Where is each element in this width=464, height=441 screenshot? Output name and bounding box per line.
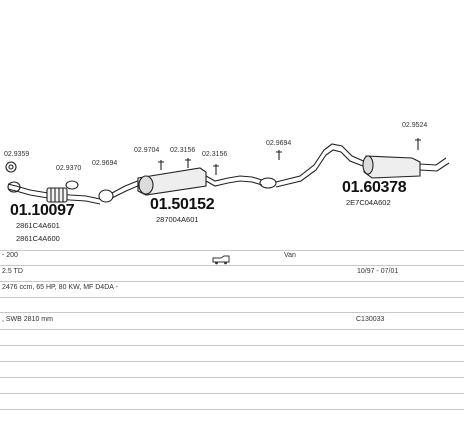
part-number: 01.10097 [10, 202, 75, 219]
hanger-2 [185, 158, 191, 168]
front-flange [7, 181, 21, 193]
part-code: 287004A601 [156, 215, 199, 224]
table-divider [0, 329, 464, 330]
hanger-1 [158, 160, 164, 170]
part-number: 01.60378 [342, 179, 407, 196]
gasket-1-inner [8, 164, 14, 170]
fitting-label: 02.9704 [134, 147, 160, 154]
table-divider [0, 265, 464, 266]
hanger-5 [415, 138, 421, 150]
hanger-4 [276, 150, 282, 160]
exhaust-diagram: 02.9359 02.9370 02.9694 02.9704 02.3156 … [4, 122, 450, 243]
table-divider [0, 393, 464, 394]
table-divider [0, 361, 464, 362]
table-divider [0, 281, 464, 282]
info-code: C130033 [356, 316, 385, 323]
tail-pipe [419, 157, 447, 166]
info-years: 10/97 - 07/01 [357, 268, 399, 275]
hanger-3 [213, 164, 219, 175]
middle-silencer [137, 167, 207, 196]
info-wheelbase: , SWB 2810 mm [2, 316, 53, 323]
table-divider [0, 377, 464, 378]
table-divider [0, 250, 464, 251]
fitting-label: 02.3156 [170, 147, 196, 154]
part-code: 2861C4A601 [16, 221, 60, 230]
gasket-2 [65, 180, 79, 190]
table-divider [0, 297, 464, 298]
middle-pipe [111, 179, 141, 194]
fitting-label: 02.9524 [402, 122, 428, 129]
middle-pipe-inner [111, 184, 141, 199]
fitting-label: 02.3156 [202, 151, 228, 158]
rear-pipe [275, 143, 369, 183]
table-divider [0, 312, 464, 313]
clamp-rear [259, 177, 277, 189]
fitting-label: 02.9694 [92, 160, 118, 167]
rear-silencer [363, 155, 421, 179]
gasket-1 [5, 161, 17, 173]
exhaust-drawing [5, 138, 450, 205]
part-number: 01.50152 [150, 196, 215, 213]
flex-section [46, 187, 68, 203]
fitting-label: 02.9359 [4, 151, 30, 158]
info-body-type: Van [284, 252, 296, 259]
table-divider [0, 345, 464, 346]
rear-connecting-pipe [205, 175, 263, 182]
clamp-3 [98, 189, 114, 203]
info-model: - 200 [2, 252, 18, 259]
part-code: 2E7C04A602 [346, 198, 391, 207]
info-engine-detail: 2476 ccm, 65 HP, 80 KW, MF D4DA - [2, 284, 118, 291]
fitting-label: 02.9370 [56, 165, 82, 172]
fitting-label: 02.9694 [266, 140, 292, 147]
part-code: 2861C4A600 [16, 234, 60, 243]
table-divider [0, 409, 464, 410]
info-engine: 2.5 TD [2, 268, 23, 275]
van-icon [212, 252, 230, 265]
